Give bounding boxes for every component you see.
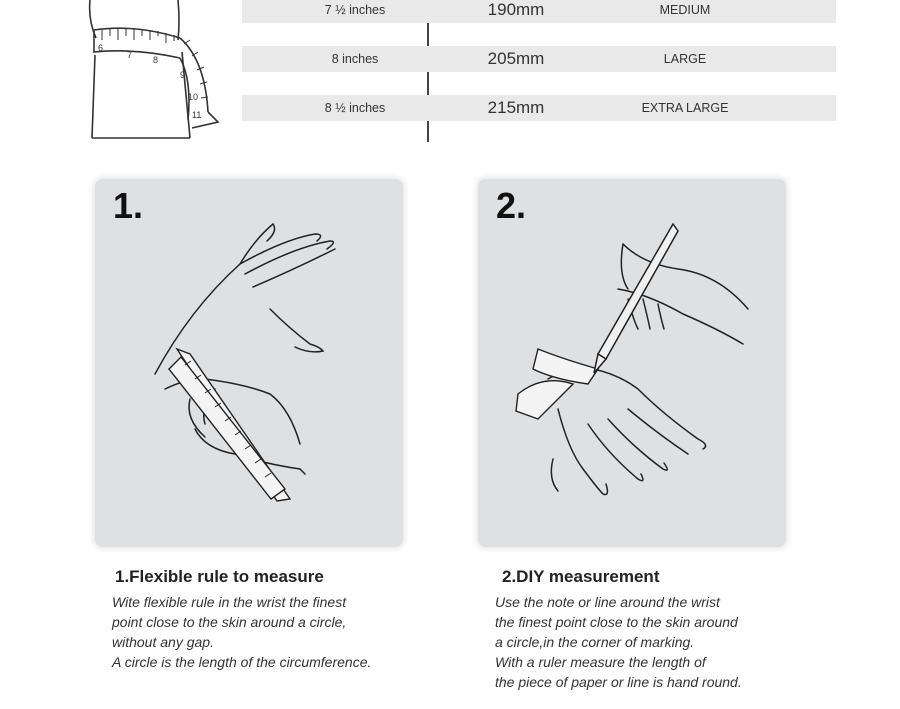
- method-description-line: point close to the skin around a circle,: [112, 614, 347, 630]
- size-label-cell: MEDIUM: [659, 3, 711, 17]
- size-label-cell: EXTRA LARGE: [641, 101, 729, 115]
- method-panel-flexible-rule: 1.: [95, 179, 403, 547]
- wrist-tape-illustration: 6 7 8 9 10 11: [80, 0, 230, 145]
- hand-with-ruler-illustration: [154, 223, 336, 502]
- hand-with-pen-illustration: [515, 222, 749, 496]
- step-number: 2.: [496, 185, 527, 226]
- table-row: 8 inches 205mm LARGE: [242, 46, 836, 72]
- method-title: 2.DIY measurement: [502, 567, 660, 586]
- wrist-size-cell: 8 inches: [331, 52, 379, 66]
- tape-tick-label: 10: [188, 92, 198, 102]
- tape-tick-label: 6: [98, 43, 103, 53]
- tape-tick-label: 9: [180, 70, 185, 80]
- method-description-line: Use the note or line around the wrist: [495, 594, 720, 610]
- wrist-size-cell: 8 ½ inches: [324, 101, 386, 115]
- method-description-line: the finest point close to the skin aroun…: [495, 614, 738, 630]
- table-row: 7 ½ inches 190mm MEDIUM: [242, 0, 836, 23]
- method-panel-diy: 2.: [478, 179, 786, 547]
- tape-tick-label: 8: [153, 55, 158, 65]
- method-title: 1.Flexible rule to measure: [115, 567, 324, 586]
- table-row: 8 ½ inches 215mm EXTRA LARGE: [242, 95, 836, 121]
- wrist-size-cell: 7 ½ inches: [324, 3, 386, 17]
- method-description-line: the piece of paper or line is hand round…: [495, 674, 742, 690]
- method-description-line: Wite flexible rule in the wrist the fine…: [112, 594, 347, 610]
- method-description-line: With a ruler measure the length of: [495, 654, 706, 670]
- step-number: 1.: [113, 185, 144, 226]
- tape-tick-label: 11: [192, 110, 201, 120]
- size-label-cell: LARGE: [663, 52, 707, 66]
- method-description-line: without any gap.: [112, 634, 214, 650]
- length-cell: 215mm: [487, 98, 545, 117]
- method-description-line: a circle,in the corner of marking.: [495, 634, 695, 650]
- tape-tick-label: 7: [127, 50, 132, 60]
- method-description-line: A circle is the length of the circumfere…: [112, 654, 372, 670]
- length-cell: 205mm: [487, 49, 545, 68]
- length-cell: 190mm: [487, 0, 545, 19]
